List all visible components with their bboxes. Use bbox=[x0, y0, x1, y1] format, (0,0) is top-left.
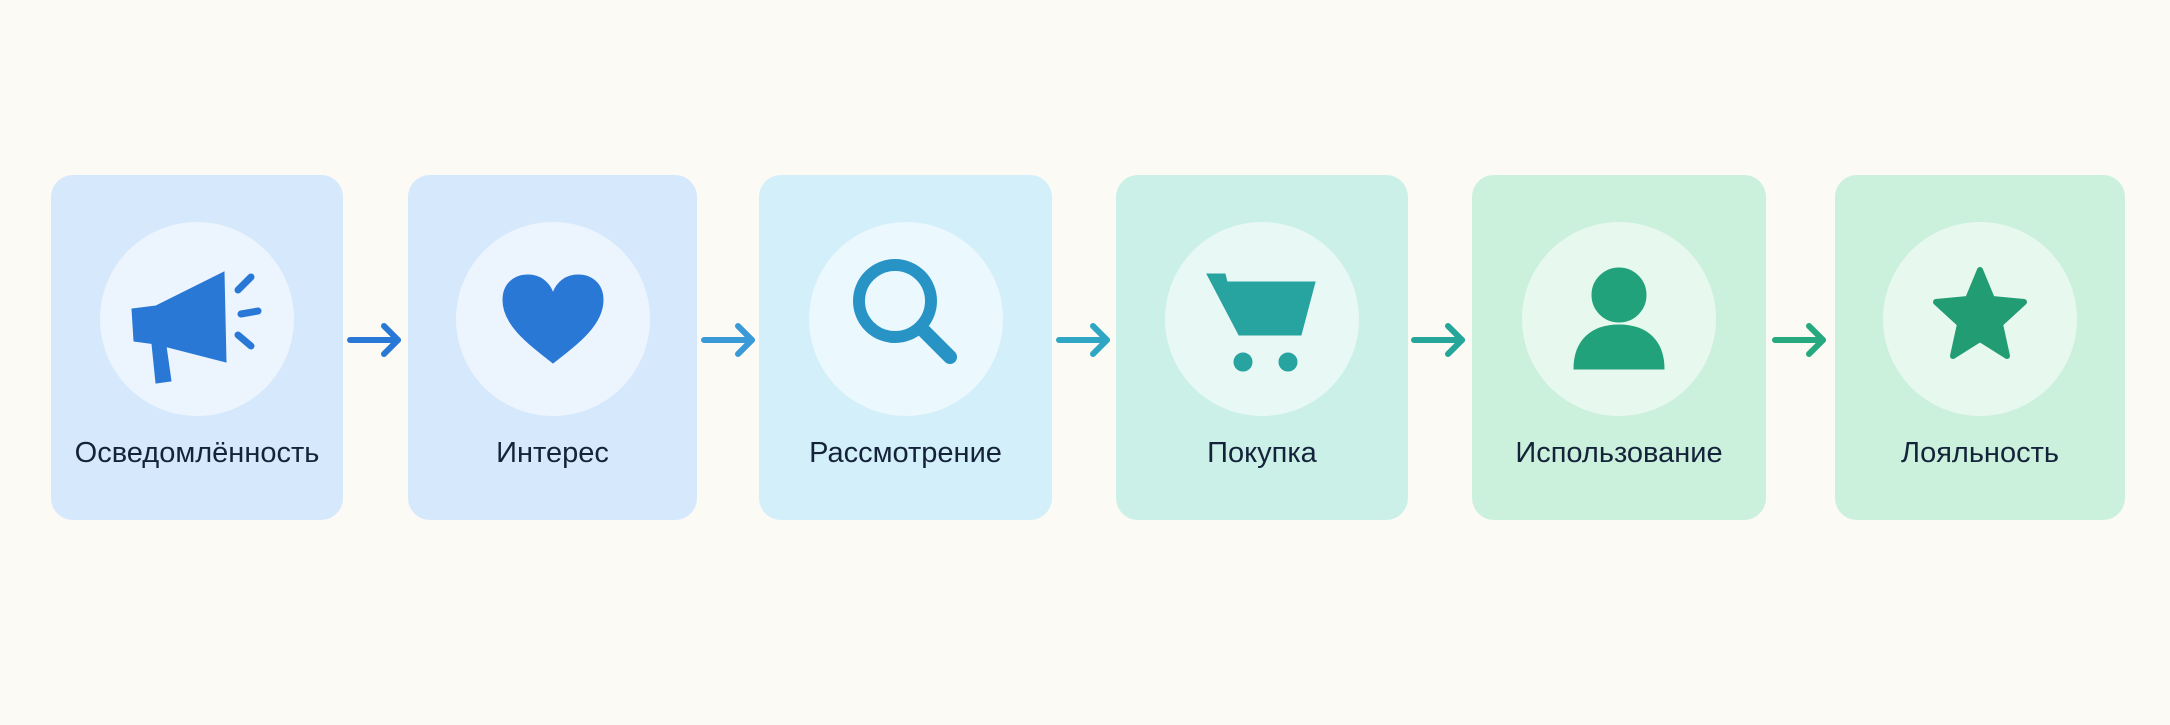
icon-circle bbox=[809, 222, 1003, 416]
stage-label: Лояльность bbox=[1901, 437, 2059, 469]
stage-label: Покупка bbox=[1207, 437, 1317, 469]
stage-card-consideration: Рассмотрение bbox=[759, 175, 1052, 520]
icon-circle bbox=[1883, 222, 2077, 416]
heart-icon bbox=[502, 274, 604, 364]
user-icon bbox=[1573, 267, 1665, 370]
stage-label: Рассмотрение bbox=[809, 437, 1002, 469]
arrow-right-icon bbox=[1056, 323, 1110, 357]
stage-label: Интерес bbox=[496, 437, 609, 469]
stage-card-interest: Интерес bbox=[408, 175, 697, 520]
arrow-right-icon bbox=[347, 323, 401, 357]
stage-card-awareness: Осведомлённость bbox=[51, 175, 343, 520]
icon-circle bbox=[456, 222, 650, 416]
star-icon bbox=[1933, 267, 2027, 359]
arrow-right-icon bbox=[1772, 323, 1826, 357]
stage-card-loyalty: Лояльность bbox=[1835, 175, 2125, 520]
icon-circle bbox=[100, 222, 294, 416]
megaphone-icon bbox=[131, 271, 262, 384]
stage-label: Осведомлённость bbox=[74, 437, 320, 469]
arrow-right-icon bbox=[701, 323, 755, 357]
icon-circle bbox=[1165, 222, 1359, 416]
stage-card-purchase: Покупка bbox=[1116, 175, 1408, 520]
stage-card-usage: Использование bbox=[1472, 175, 1766, 520]
shopping-cart-icon bbox=[1206, 273, 1316, 372]
search-icon bbox=[853, 259, 957, 364]
stage-label: Использование bbox=[1515, 437, 1723, 469]
icon-circle bbox=[1522, 222, 1716, 416]
arrow-right-icon bbox=[1411, 323, 1465, 357]
